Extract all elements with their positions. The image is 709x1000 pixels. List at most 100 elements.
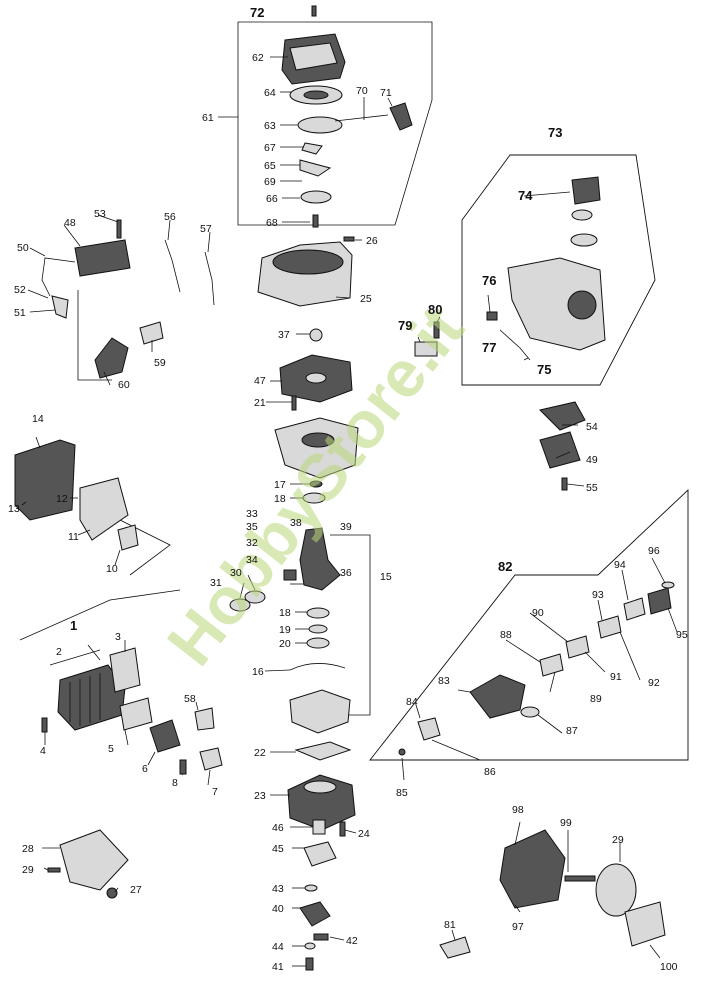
plug-boot xyxy=(94,337,129,379)
label-99: 99 xyxy=(560,817,572,829)
bracket-58 xyxy=(194,707,215,731)
label-20: 20 xyxy=(279,638,291,650)
label-28: 28 xyxy=(22,843,34,855)
label-70: 70 xyxy=(356,85,368,97)
label-44: 44 xyxy=(272,941,284,953)
screw-24 xyxy=(339,821,346,837)
label-13: 13 xyxy=(8,503,20,515)
label-50: 50 xyxy=(17,242,29,254)
label-90: 90 xyxy=(532,607,544,619)
plate-93 xyxy=(597,615,622,639)
filter-housing-98 xyxy=(499,829,566,909)
screw-8 xyxy=(179,759,187,775)
clutch-40 xyxy=(299,901,331,927)
label-69: 69 xyxy=(264,176,276,188)
label-21: 21 xyxy=(254,397,266,409)
upper-crankcase xyxy=(274,417,359,479)
piston-ring-31 xyxy=(229,598,251,612)
screw-41 xyxy=(305,957,314,971)
lever-84 xyxy=(417,717,441,741)
label-58: 58 xyxy=(184,693,196,705)
nut-27 xyxy=(106,887,118,899)
label-68: 68 xyxy=(266,217,278,229)
bearing-18-bottom xyxy=(306,607,330,619)
label-54: 54 xyxy=(586,421,598,433)
label-6: 6 xyxy=(142,763,148,775)
label-43: 43 xyxy=(272,883,284,895)
label-94: 94 xyxy=(614,559,626,571)
starter-rope xyxy=(334,114,389,122)
carb-gasket-5 xyxy=(119,697,153,731)
label-51: 51 xyxy=(14,307,26,319)
label-35: 35 xyxy=(246,521,258,533)
washer-44 xyxy=(304,942,316,950)
label-12: 12 xyxy=(56,493,68,505)
label-63: 63 xyxy=(264,120,276,132)
spark-plug xyxy=(139,321,164,345)
label-38: 38 xyxy=(290,517,302,529)
cap-ring xyxy=(570,233,598,247)
screw-21 xyxy=(291,395,297,411)
label-24: 24 xyxy=(358,828,370,840)
air-cover-54 xyxy=(539,401,586,431)
gear-housing-bore xyxy=(303,780,337,794)
label-23: 23 xyxy=(254,790,266,802)
label-18a: 18 xyxy=(274,493,286,505)
plate-79 xyxy=(414,341,438,357)
label-16: 16 xyxy=(252,666,264,678)
label-92: 92 xyxy=(648,677,660,689)
label-67: 67 xyxy=(264,142,276,154)
label-18b: 18 xyxy=(279,607,291,619)
oring-87 xyxy=(520,706,540,718)
label-33: 33 xyxy=(246,508,258,520)
label-14: 14 xyxy=(32,413,44,425)
gasket-16 xyxy=(289,663,346,671)
filter-cover-100 xyxy=(624,901,666,947)
label-59: 59 xyxy=(154,357,166,369)
label-46: 46 xyxy=(272,822,284,834)
label-81: 81 xyxy=(444,919,456,931)
label-66: 66 xyxy=(266,193,278,205)
part-labels: 72 62 64 70 71 61 63 67 65 69 66 68 26 2… xyxy=(8,5,688,973)
label-53: 53 xyxy=(94,208,106,220)
fuel-line-75 xyxy=(499,329,531,361)
fan-housing-opening xyxy=(272,249,344,275)
carb-body-83 xyxy=(469,674,526,719)
label-17: 17 xyxy=(274,479,286,491)
label-57: 57 xyxy=(200,223,212,235)
label-64: 64 xyxy=(264,87,276,99)
label-85: 85 xyxy=(396,787,408,799)
label-41: 41 xyxy=(272,961,284,973)
fuel-cap-74 xyxy=(571,176,601,205)
ground-wire-56 xyxy=(164,239,181,293)
label-7: 7 xyxy=(212,786,218,798)
label-25: 25 xyxy=(360,293,372,305)
washer-43 xyxy=(304,884,318,892)
label-82: 82 xyxy=(498,559,512,574)
label-39: 39 xyxy=(340,521,352,533)
starter-handle xyxy=(389,102,413,131)
label-45: 45 xyxy=(272,843,284,855)
label-10: 10 xyxy=(106,563,118,575)
starter-spring xyxy=(303,90,329,100)
cap-gasket xyxy=(571,209,593,221)
screw-29-left xyxy=(47,867,61,873)
housing-screw xyxy=(343,236,355,242)
label-79: 79 xyxy=(398,318,412,333)
label-42: 42 xyxy=(346,935,358,947)
coil-wire xyxy=(41,257,76,297)
spring-42 xyxy=(313,933,329,941)
intake-6 xyxy=(149,719,181,753)
label-77: 77 xyxy=(482,340,496,355)
lower-crankcase xyxy=(289,689,351,734)
cover-knob-ring xyxy=(567,290,597,320)
recoil-starter-cover xyxy=(281,33,346,85)
screw-4 xyxy=(41,717,48,733)
label-89: 89 xyxy=(590,693,602,705)
screw-80 xyxy=(433,321,440,339)
muffler-gasket-10 xyxy=(117,524,139,551)
bracket-81 xyxy=(439,936,471,959)
label-22: 22 xyxy=(254,747,266,759)
stud-2 xyxy=(49,649,101,666)
washer-19 xyxy=(308,624,328,634)
